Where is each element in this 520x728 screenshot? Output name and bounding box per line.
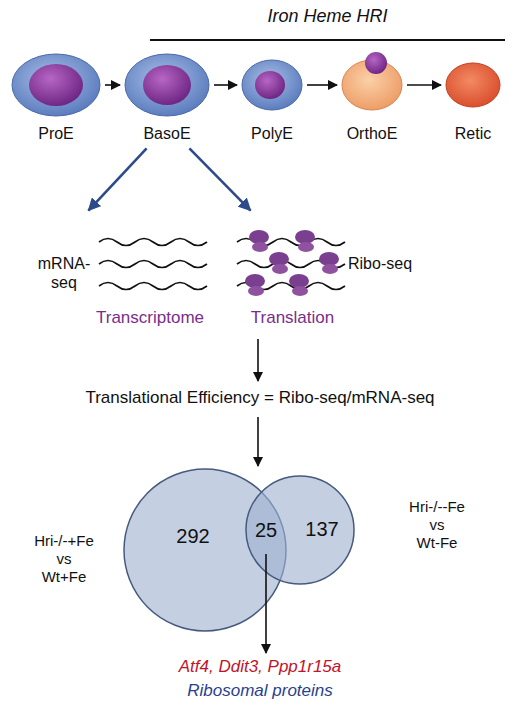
cell-node: BasoE — [123, 52, 211, 147]
comparison-label: Hri-/-+Fe vs Wt+Fe — [26, 532, 102, 586]
gene-names: Atf4, Ddit3, Ppp1r15a — [40, 657, 480, 677]
flow-arrow — [257, 417, 259, 466]
formula-node: Translational Efficiency = Ribo-seq/mRNA… — [30, 383, 490, 415]
flow-arrow — [257, 339, 259, 381]
ribosome-illustration — [235, 228, 353, 298]
cell-label: Retic — [424, 124, 520, 143]
sequencing-panel: Ribo-seqTranslation — [230, 212, 420, 337]
flow-arrow — [265, 554, 267, 653]
venn-overlap: 25 — [246, 508, 286, 552]
flow-arrow — [189, 148, 250, 210]
cell-label: PolyE — [220, 124, 324, 143]
cell-shape — [340, 52, 404, 118]
readout-label: Translation — [230, 308, 355, 328]
sequencing-panel: mRNA-seqTranscriptome — [25, 212, 215, 337]
stage-bracket-line — [150, 39, 505, 41]
flow-arrow — [214, 84, 237, 86]
flow-arrow — [307, 84, 337, 86]
count-label: 137 — [297, 517, 347, 541]
cell-shape — [444, 52, 502, 118]
count-label: 25 — [246, 518, 286, 542]
flow-arrow — [88, 148, 146, 210]
cell-shape — [10, 52, 102, 118]
formula-text: Translational Efficiency = Ribo-seq/mRNA… — [30, 388, 490, 408]
cell-node: ProE — [10, 52, 102, 147]
mrna-illustration — [97, 228, 215, 298]
cell-node: OrthoE — [340, 52, 404, 147]
flow-arrow — [105, 84, 120, 86]
cell-node: Retic — [444, 52, 502, 147]
cell-shape — [240, 52, 304, 118]
method-label: Ribo-seq — [348, 254, 420, 273]
gene-category: Ribosomal proteins — [40, 681, 480, 701]
cell-shape — [123, 52, 211, 118]
count-label: 292 — [163, 524, 223, 548]
flow-arrow — [407, 84, 441, 86]
gene-list-node: Atf4, Ddit3, Ppp1r15aRibosomal proteins — [40, 655, 480, 707]
readout-label: Transcriptome — [80, 308, 220, 328]
method-label: mRNA-seq — [25, 254, 103, 292]
stage-annotation: Iron Heme HRI — [150, 6, 505, 28]
cell-label: ProE — [0, 124, 122, 143]
cell-label: OrthoE — [320, 124, 424, 143]
cell-node: PolyE — [240, 52, 304, 147]
comparison-label: Hri-/--Fe vs Wt-Fe — [396, 498, 478, 552]
cell-label: BasoE — [103, 124, 231, 143]
